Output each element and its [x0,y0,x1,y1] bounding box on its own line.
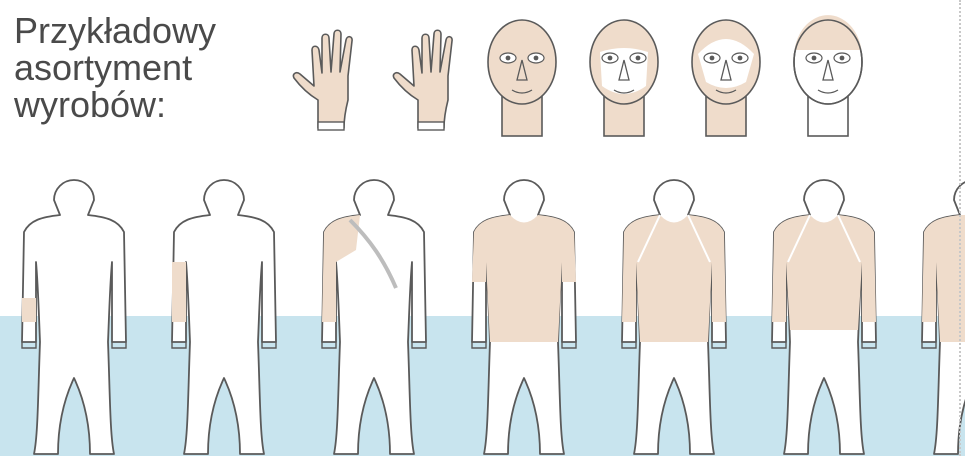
heading-line-3: wyrobów: [14,86,216,123]
head-icon-3 [688,16,764,138]
body-icon-5 [610,170,738,456]
head-icon-4 [790,16,866,138]
body-icon-6 [760,170,888,456]
body-icon-4 [460,170,588,456]
heading-line-2: asortyment [14,49,216,86]
body-icon-7 [910,170,965,456]
heading: Przykładowy asortyment wyrobów: [14,12,216,123]
head-icon-2 [586,16,662,138]
dotted-divider [959,0,961,456]
hand-icon-1 [292,28,378,138]
head-icon-1 [484,16,560,138]
body-icon-1 [10,170,138,456]
hand-icon-2 [392,28,478,138]
body-icon-2 [160,170,288,456]
body-icon-3 [310,170,438,456]
heading-line-1: Przykładowy [14,12,216,49]
